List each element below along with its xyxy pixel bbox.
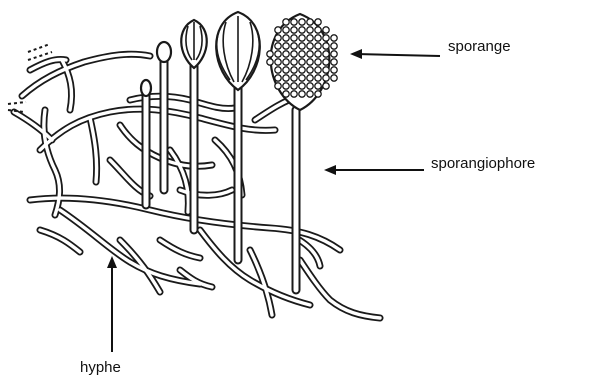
spore bbox=[283, 83, 289, 89]
spore bbox=[283, 59, 289, 65]
spore bbox=[315, 35, 321, 41]
spore bbox=[299, 91, 305, 97]
spore bbox=[315, 67, 321, 73]
spore bbox=[291, 91, 297, 97]
spore bbox=[323, 43, 329, 49]
spore bbox=[291, 59, 297, 65]
spore bbox=[275, 83, 281, 89]
spore bbox=[299, 67, 305, 73]
spore bbox=[275, 59, 281, 65]
spore bbox=[275, 51, 281, 57]
spore bbox=[283, 19, 289, 25]
spore bbox=[299, 35, 305, 41]
spore bbox=[307, 35, 313, 41]
spore bbox=[291, 43, 297, 49]
spore bbox=[283, 91, 289, 97]
label-hyphe: hyphe bbox=[80, 359, 121, 376]
spore bbox=[331, 67, 337, 73]
spore bbox=[299, 19, 305, 25]
spore bbox=[291, 83, 297, 89]
spore bbox=[315, 91, 321, 97]
spore bbox=[331, 59, 337, 65]
spore bbox=[283, 67, 289, 73]
spore bbox=[275, 27, 281, 33]
label-sporangiophore: sporangiophore bbox=[431, 155, 535, 172]
spore bbox=[299, 43, 305, 49]
spore bbox=[275, 35, 281, 41]
spore bbox=[283, 27, 289, 33]
spore bbox=[299, 27, 305, 33]
spore bbox=[331, 51, 337, 57]
spore bbox=[307, 75, 313, 81]
sporange-ribbed bbox=[216, 12, 260, 90]
spore bbox=[315, 83, 321, 89]
spore bbox=[291, 67, 297, 73]
spore bbox=[299, 83, 305, 89]
spore bbox=[307, 43, 313, 49]
spore bbox=[299, 59, 305, 65]
arrow-sporangiophore bbox=[324, 165, 424, 175]
spore bbox=[291, 51, 297, 57]
spore bbox=[291, 19, 297, 25]
spore bbox=[323, 75, 329, 81]
spore bbox=[307, 67, 313, 73]
spore bbox=[315, 43, 321, 49]
spore bbox=[291, 27, 297, 33]
spore bbox=[283, 35, 289, 41]
spore bbox=[315, 59, 321, 65]
spore bbox=[307, 91, 313, 97]
spore bbox=[323, 51, 329, 57]
arrow-hyphe bbox=[107, 256, 117, 352]
spore bbox=[315, 19, 321, 25]
spore bbox=[307, 51, 313, 57]
spore bbox=[299, 51, 305, 57]
spore bbox=[315, 27, 321, 33]
spore bbox=[307, 27, 313, 33]
spore bbox=[291, 35, 297, 41]
spore bbox=[331, 75, 337, 81]
spore bbox=[267, 51, 273, 57]
spore bbox=[315, 51, 321, 57]
spore bbox=[323, 35, 329, 41]
spore bbox=[275, 75, 281, 81]
sporange-mature bbox=[267, 14, 337, 110]
arrow-sporange bbox=[350, 49, 440, 59]
spore bbox=[323, 67, 329, 73]
spore bbox=[323, 59, 329, 65]
spore bbox=[307, 59, 313, 65]
spore bbox=[275, 43, 281, 49]
spore bbox=[267, 59, 273, 65]
spore bbox=[331, 35, 337, 41]
spore bbox=[323, 27, 329, 33]
spore bbox=[315, 75, 321, 81]
label-sporange: sporange bbox=[448, 38, 511, 55]
spore bbox=[307, 19, 313, 25]
spore bbox=[283, 51, 289, 57]
spore bbox=[307, 83, 313, 89]
spore bbox=[323, 83, 329, 89]
spore bbox=[275, 67, 281, 73]
spore bbox=[291, 75, 297, 81]
spore bbox=[283, 43, 289, 49]
spore bbox=[299, 75, 305, 81]
sporange-developing bbox=[181, 20, 207, 68]
spore bbox=[283, 75, 289, 81]
spore bbox=[331, 43, 337, 49]
